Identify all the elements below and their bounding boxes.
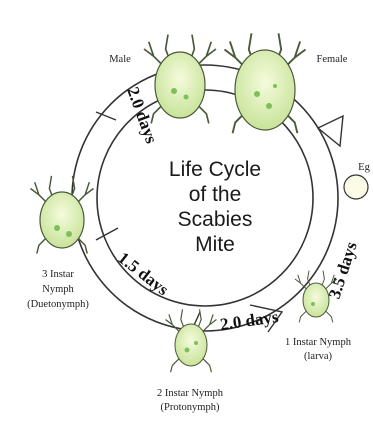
duration-larva-to-protonymph: 2.0 days xyxy=(219,307,280,334)
label-instar3-line1: 3 Instar xyxy=(42,269,74,280)
center-line-4: Mite xyxy=(195,233,235,256)
label-male: Male xyxy=(109,54,131,65)
label-instar1-line1: 1 Instar Nymph xyxy=(285,337,352,348)
center-line-3: Scabies xyxy=(178,208,253,231)
label-instar3-line2: Nymph xyxy=(42,284,74,295)
label-instar1-line2: (larva) xyxy=(304,351,332,362)
label-instar3-line3: (Duetonymph) xyxy=(27,299,89,310)
center-line-2: of the xyxy=(189,183,242,206)
label-instar2-line2: (Protonymph) xyxy=(161,402,220,413)
egg-image xyxy=(344,175,368,199)
center-line-1: Life Cycle xyxy=(169,158,261,181)
label-instar2-line1: 2 Instar Nymph xyxy=(157,388,224,399)
label-egg: Eg xyxy=(358,162,370,173)
label-female: Female xyxy=(317,54,348,65)
